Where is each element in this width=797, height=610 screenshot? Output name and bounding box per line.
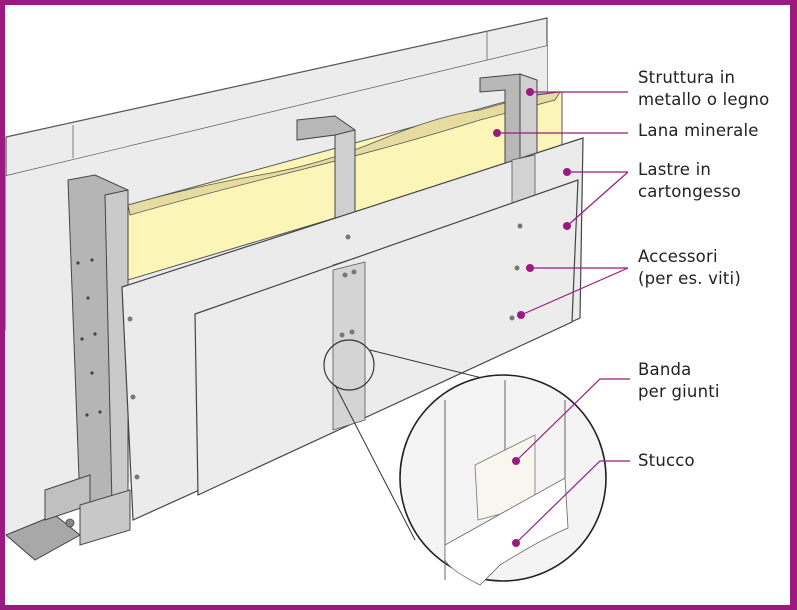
magnifier-source [323, 339, 375, 391]
leader-lines [497, 91, 630, 544]
label-lana: Lana minerale [638, 120, 759, 142]
marker-lastre-1 [563, 168, 571, 176]
label-accessori-line2: (per es. viti) [638, 269, 741, 288]
label-banda-line1: Banda [638, 360, 692, 379]
label-lana-line1: Lana minerale [638, 121, 759, 140]
label-stucco-line1: Stucco [638, 451, 695, 470]
label-banda: Banda per giunti [638, 359, 720, 403]
marker-lastre-2 [563, 222, 571, 230]
joint-compound [444, 477, 569, 586]
label-struttura-line1: Struttura in [638, 68, 736, 87]
metal-stud-left [67, 174, 129, 511]
mineral-wool-top [127, 91, 561, 216]
label-lastre-line1: Lastre in [638, 160, 712, 179]
metal-stud-middle [296, 115, 356, 221]
label-stucco: Stucco [638, 450, 695, 472]
marker-accessori-1 [526, 264, 534, 272]
label-banda-line2: per giunti [638, 382, 720, 401]
label-struttura-line2: metallo o legno [638, 90, 770, 109]
label-accessori-line1: Accessori [638, 247, 718, 266]
label-lastre: Lastre in cartongesso [638, 159, 741, 203]
floor-track [5, 474, 131, 561]
screws [127, 223, 523, 480]
label-accessori: Accessori (per es. viti) [638, 246, 741, 290]
plasterboard-front [194, 179, 579, 496]
label-lastre-line2: cartongesso [638, 182, 742, 201]
detail-circle [399, 374, 607, 586]
label-struttura: Struttura in metallo o legno [638, 67, 769, 111]
marker-accessori-2 [517, 311, 525, 319]
